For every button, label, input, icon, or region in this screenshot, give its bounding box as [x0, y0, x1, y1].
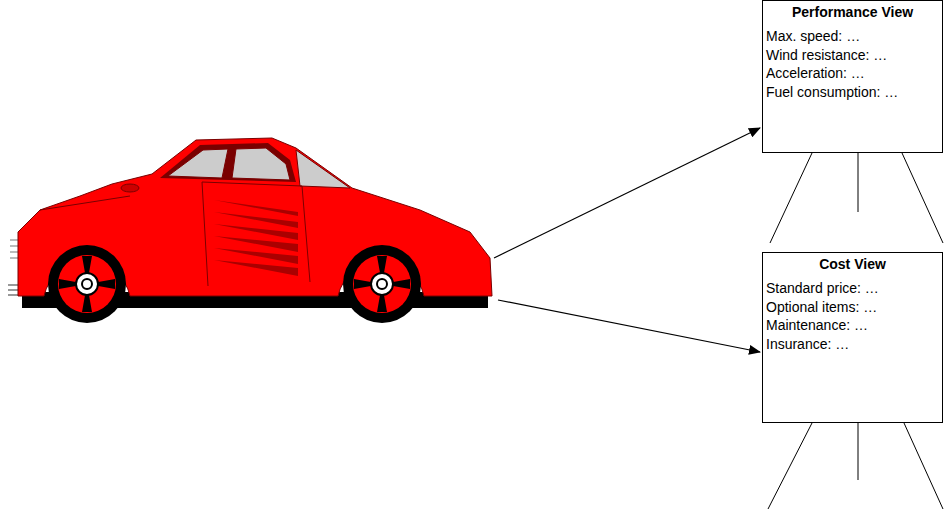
view-title: Performance View [763, 1, 942, 21]
view-arrow [498, 300, 760, 352]
attribute-line: Standard price: … [763, 279, 942, 298]
view-box: Cost ViewStandard price: …Optional items… [762, 252, 943, 423]
attribute-line: Optional items: … [763, 298, 942, 317]
view-arrow [494, 128, 760, 258]
attribute-line: Insurance: … [763, 335, 942, 354]
view-box: Performance ViewMax. speed: …Wind resist… [762, 0, 943, 153]
attribute-list: Max. speed: …Wind resistance: …Accelerat… [763, 27, 942, 101]
attribute-line: Wind resistance: … [763, 46, 942, 65]
attribute-line: Acceleration: … [763, 64, 942, 83]
attribute-list: Standard price: …Optional items: …Mainte… [763, 279, 942, 353]
view-title: Cost View [763, 253, 942, 273]
attribute-line: Maintenance: … [763, 316, 942, 335]
attribute-line: Fuel consumption: … [763, 83, 942, 102]
attribute-line: Max. speed: … [763, 27, 942, 46]
sports-car [8, 138, 492, 323]
